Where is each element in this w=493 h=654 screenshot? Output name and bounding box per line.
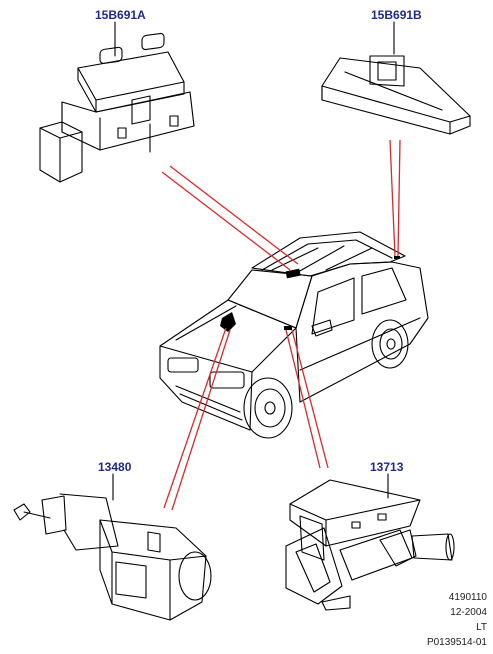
- footer-date: 12-2004: [450, 607, 487, 618]
- part-15b691a-drawing: [39, 21, 195, 183]
- part-label-13713: 13713: [370, 460, 404, 474]
- leader-13480-1: [163, 327, 227, 509]
- footer-illustration-id: P0139514-01: [426, 637, 487, 648]
- part-15b691b-drawing: [321, 21, 471, 135]
- leader-15b691b-1: [389, 139, 396, 257]
- leader-15b691a-2: [169, 165, 299, 265]
- footer-lang: LT: [476, 622, 487, 633]
- leader-13480-2: [171, 329, 231, 511]
- part-13713-drawing: [285, 473, 455, 611]
- leader-15b691a-1: [161, 171, 291, 271]
- part-label-13480: 13480: [98, 460, 132, 474]
- leader-lines: [161, 139, 401, 511]
- part-label-15b691b: 15B691B: [371, 8, 422, 22]
- part-13480-drawing: [13, 473, 212, 621]
- footer-code: 4190110: [448, 592, 487, 603]
- part-label-15b691a: 15B691A: [95, 8, 146, 22]
- leader-13713-1: [285, 329, 321, 469]
- leader-15b691b-2: [397, 139, 401, 257]
- vehicle-drawing: [159, 231, 429, 439]
- leader-13713-2: [291, 329, 329, 469]
